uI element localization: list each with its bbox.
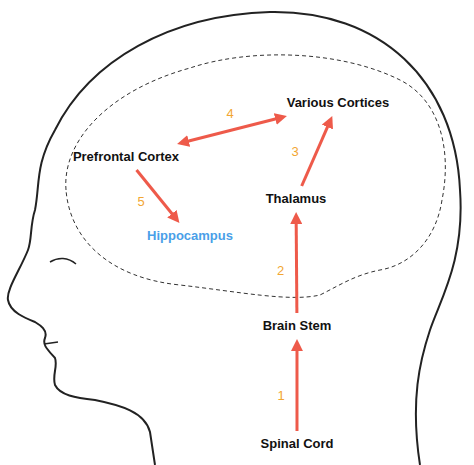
step-number: 5 xyxy=(135,194,146,209)
region-name: Various Cortices xyxy=(287,95,390,111)
step-number: 4 xyxy=(224,106,235,121)
brain-region-label: Thalamus xyxy=(263,189,330,209)
region-name: Prefrontal Cortex xyxy=(73,149,179,165)
head-outline xyxy=(8,12,461,465)
eye-line xyxy=(50,258,76,264)
brain-region-label: Hippocampus xyxy=(144,226,236,246)
region-name: Thalamus xyxy=(266,191,327,207)
pathway-arrow xyxy=(184,118,280,143)
step-number: 2 xyxy=(275,263,286,278)
brain-region-label: Spinal Cord xyxy=(258,434,337,454)
region-name: Hippocampus xyxy=(147,228,233,244)
step-number: 1 xyxy=(275,388,286,403)
brain-region-label: Brain Stem xyxy=(260,316,335,336)
step-number-holder: 3 xyxy=(289,144,300,159)
brain-region-label: Various Cortices xyxy=(284,93,393,113)
region-name: Brain Stem xyxy=(263,318,332,334)
pathway-arrow xyxy=(295,219,299,313)
step-number-holder: 5 xyxy=(135,194,146,209)
brain-region-label: Prefrontal Cortex xyxy=(70,147,182,167)
step-number-holder: 4 xyxy=(224,106,235,121)
step-number-holder: 2 xyxy=(275,263,286,278)
mouth-line xyxy=(44,342,58,344)
pathway-arrow xyxy=(302,122,330,186)
brain-outline xyxy=(66,55,446,297)
step-number: 3 xyxy=(289,144,300,159)
region-name: Spinal Cord xyxy=(261,436,334,452)
pathway-arrow xyxy=(295,346,298,431)
step-number-holder: 1 xyxy=(275,388,286,403)
